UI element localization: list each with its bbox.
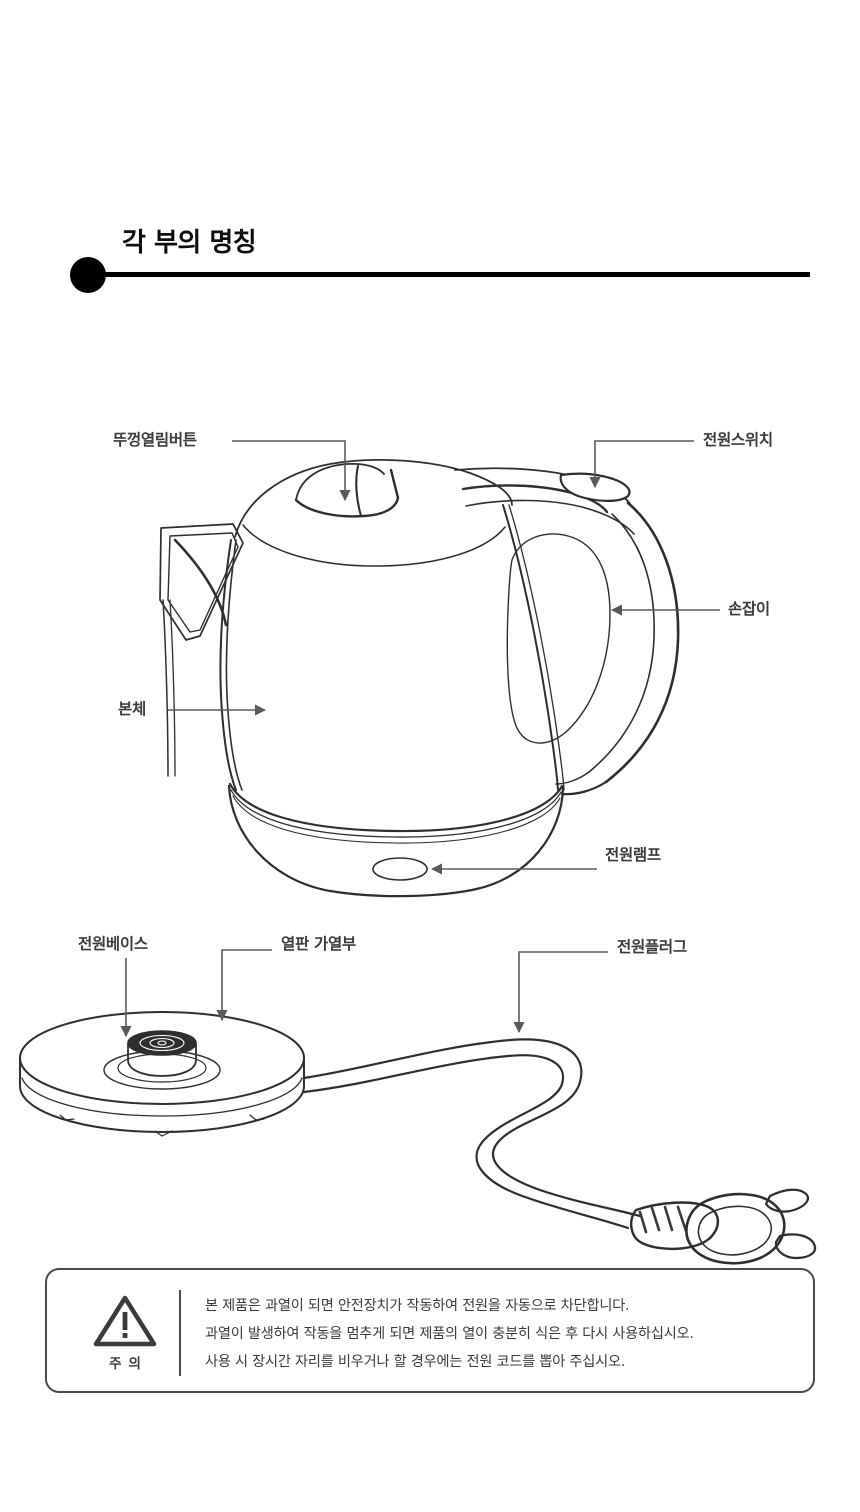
callout-label-body: 본체 [118, 700, 146, 718]
caution-icon-group: 주의 [83, 1294, 167, 1372]
caution-word: 주의 [109, 1356, 148, 1372]
heating-plate-connector [127, 1030, 197, 1056]
callout-label-power-switch: 전원스위치 [703, 431, 773, 449]
caution-line: 과열이 발생하여 작동을 멈추게 되면 제품의 열이 충분히 식은 후 다시 사… [205, 1326, 694, 1342]
page-title: 각 부의 명칭 [122, 228, 257, 258]
caution-line: 본 제품은 과열이 되면 안전장치가 작동하여 전원을 자동으로 차단합니다. [205, 1298, 630, 1314]
caution-line: 사용 시 장시간 자리를 비우거나 할 경우에는 전원 코드를 뽑아 주십시오. [205, 1354, 626, 1370]
kettle-illustration [159, 458, 680, 898]
callout-label-power-base: 전원베이스 [78, 935, 148, 953]
callout-label-handle: 손잡이 [728, 600, 770, 618]
callout-label-lid-button: 뚜껑열림버튼 [113, 431, 197, 449]
callout-label-power-lamp: 전원램프 [605, 846, 661, 864]
callout-label-heating-plate: 열판 가열부 [281, 935, 356, 953]
page-heading: 각 부의 명칭 [70, 222, 810, 293]
heading-rule [100, 272, 810, 277]
callout-label-power-plug: 전원플러그 [617, 938, 687, 956]
caution-divider [179, 1290, 181, 1376]
warning-triangle-icon [93, 1295, 157, 1347]
caution-box: 주의 본 제품은 과열이 되면 안전장치가 작동하여 전원을 자동으로 차단합니… [45, 1268, 815, 1393]
power-cord-illustration [302, 1038, 817, 1265]
caution-text-block: 본 제품은 과열이 되면 안전장치가 작동하여 전원을 자동으로 차단합니다. … [205, 1292, 805, 1376]
power-lamp-indicator [372, 857, 428, 881]
power-base-illustration [19, 1011, 305, 1137]
